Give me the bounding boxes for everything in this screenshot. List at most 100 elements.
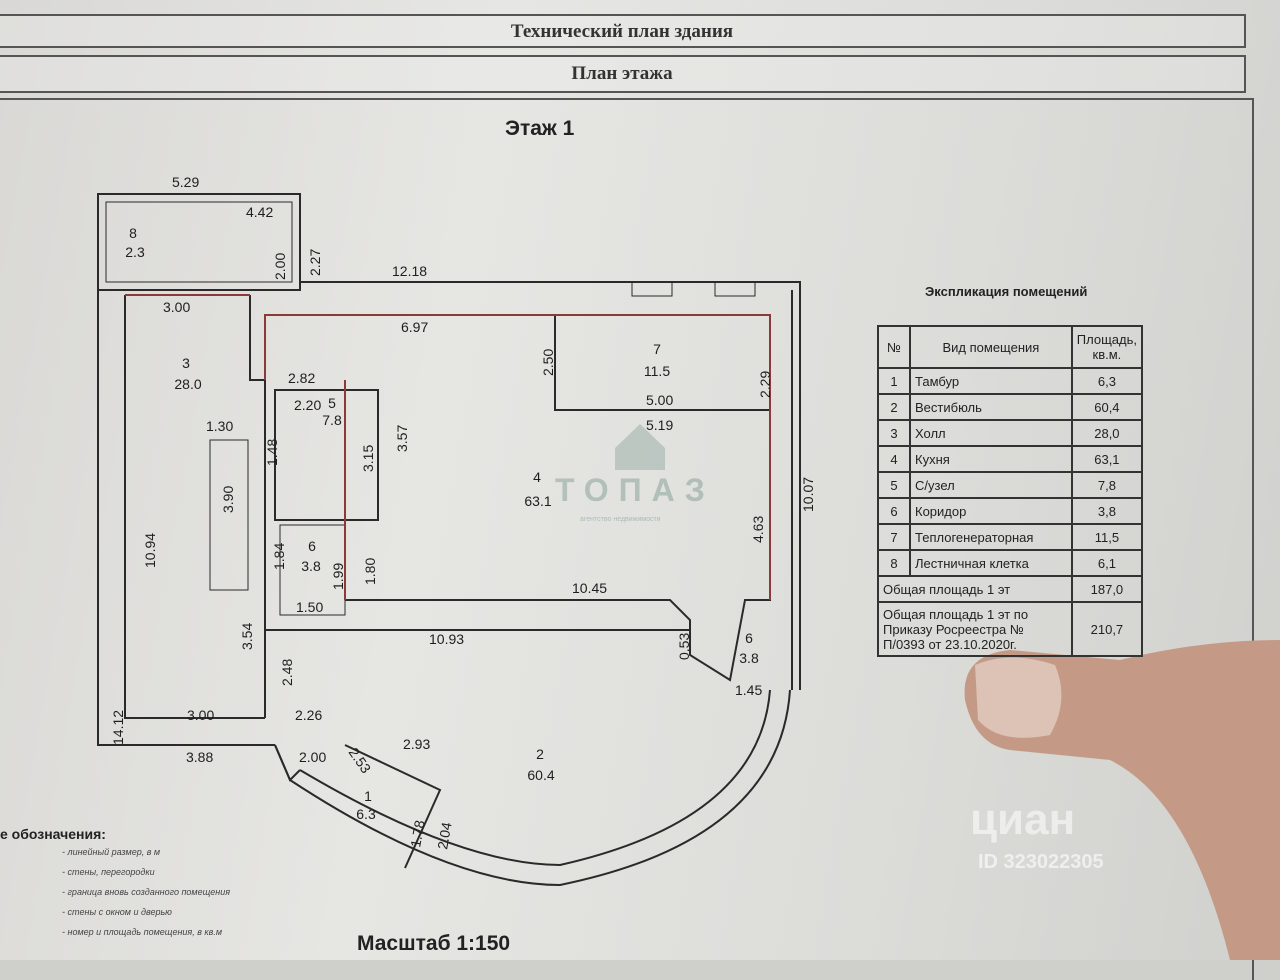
room-number: 3 xyxy=(182,355,190,371)
cell: 7,8 xyxy=(1070,471,1144,499)
bathroom-wall xyxy=(274,389,379,521)
cell: 6,1 xyxy=(1070,549,1144,577)
dim: 10.93 xyxy=(429,631,464,647)
legend: е обозначения: - линейный размер, в м - … xyxy=(0,826,230,942)
cell: 3,8 xyxy=(1070,497,1144,525)
dim: 1.30 xyxy=(206,418,233,434)
cell: 187,0 xyxy=(1070,575,1144,603)
drawing-frame xyxy=(0,98,1254,980)
dim: 0.53 xyxy=(676,633,692,660)
dim: 2.93 xyxy=(403,736,430,752)
dim: 2.29 xyxy=(757,371,773,398)
room-labels: 8 2.3 3 28.0 5 7.8 4 63.1 7 11.5 6 3.8 6… xyxy=(125,225,759,822)
cell: 7 xyxy=(877,523,911,551)
cell: Холл xyxy=(909,419,1073,447)
dim: 5.19 xyxy=(646,417,673,433)
curved-wall xyxy=(274,689,791,887)
room-area: 7.8 xyxy=(322,412,342,428)
room-number: 2 xyxy=(536,746,544,762)
dim: 10.45 xyxy=(572,580,607,596)
dim: 2.53 xyxy=(346,745,375,777)
dim: 3.00 xyxy=(187,707,214,723)
cell: 60,4 xyxy=(1070,393,1144,421)
dim: 10.94 xyxy=(142,533,158,568)
room-area: 28.0 xyxy=(174,376,201,392)
dim: 4.63 xyxy=(750,516,766,543)
dim: 3.88 xyxy=(186,749,213,765)
cell: 28,0 xyxy=(1070,419,1144,447)
room-area: 63.1 xyxy=(524,493,551,509)
cell: 1 xyxy=(877,367,911,395)
cell: 6,3 xyxy=(1070,367,1144,395)
room-area: 11.5 xyxy=(644,363,670,379)
room-area: 3.8 xyxy=(739,650,759,666)
cell: Лестничная клетка xyxy=(909,549,1073,577)
cell: Тамбур xyxy=(909,367,1073,395)
room-number: 8 xyxy=(129,225,137,241)
dim: 12.18 xyxy=(392,263,427,279)
room-number: 4 xyxy=(533,469,541,485)
cell: 2 xyxy=(877,393,911,421)
room-area: 6.3 xyxy=(356,806,376,822)
new-room-boundaries xyxy=(125,294,771,600)
cian-watermark: циан xyxy=(970,795,1076,844)
table-header: № Вид помещения Площадь, кв.м. xyxy=(877,325,1144,369)
dim: 2.50 xyxy=(540,349,556,376)
rosreestr-row: Общая площадь 1 эт по Приказу Росреестра… xyxy=(877,601,1144,657)
cell: Коридор xyxy=(909,497,1073,525)
floor-title: Этаж 1 xyxy=(505,117,575,140)
cell: 3 xyxy=(877,419,911,447)
outer-wall-top-right xyxy=(300,281,801,690)
dim: 2.27 xyxy=(307,249,323,276)
cell: Вестибюль xyxy=(909,393,1073,421)
dim: 14.12 xyxy=(110,710,126,745)
room-number: 6 xyxy=(745,630,753,646)
dimension-labels: 5.29 4.42 2.27 2.00 12.18 3.00 6.97 2.50… xyxy=(110,174,816,851)
dim: 2.82 xyxy=(288,370,315,386)
dim: 3.90 xyxy=(220,486,236,513)
cell: 8 xyxy=(877,549,911,577)
cell: 5 xyxy=(877,471,911,499)
floor-plan: 5.29 4.42 2.27 2.00 12.18 3.00 6.97 2.50… xyxy=(97,174,1280,960)
dim: 2.04 xyxy=(434,821,455,851)
dim: 1.45 xyxy=(735,682,762,698)
topaz-watermark: ТОПАЗ xyxy=(555,472,715,508)
cell: 210,7 xyxy=(1070,601,1144,657)
dim: 3.54 xyxy=(239,623,255,650)
cell: 6 xyxy=(877,497,911,525)
dim: 3.15 xyxy=(360,445,376,472)
room-number: 1 xyxy=(364,788,372,804)
cell: Общая площадь 1 эт xyxy=(877,575,1073,603)
dim: 2.20 xyxy=(294,397,321,413)
dim: 1.84 xyxy=(271,543,287,570)
dim: 5.00 xyxy=(646,392,673,408)
room-number: 6 xyxy=(308,538,316,554)
dim: 2.26 xyxy=(295,707,322,723)
outer-wall-left xyxy=(97,290,275,746)
room-area: 3.8 xyxy=(301,558,321,574)
cell: 11,5 xyxy=(1070,523,1144,551)
legend-item: - линейный размер, в м xyxy=(62,847,161,857)
dim: 2.00 xyxy=(299,749,326,765)
dim: 1.50 xyxy=(296,599,323,615)
room-area: 60.4 xyxy=(527,767,554,783)
dim: 6.97 xyxy=(401,319,428,335)
cell: 4 xyxy=(877,445,911,473)
walls xyxy=(97,193,801,887)
room-number: 7 xyxy=(653,341,661,357)
explication-title: Экспликация помещений xyxy=(925,284,1088,299)
legend-item: - стены с окном и дверью xyxy=(62,907,172,917)
cell: С/узел xyxy=(909,471,1073,499)
dim: 1.48 xyxy=(264,439,280,466)
legend-title: е обозначения: xyxy=(0,826,106,842)
cian-listing-id: ID 323022305 xyxy=(978,851,1104,873)
dim: 10.07 xyxy=(800,477,816,512)
